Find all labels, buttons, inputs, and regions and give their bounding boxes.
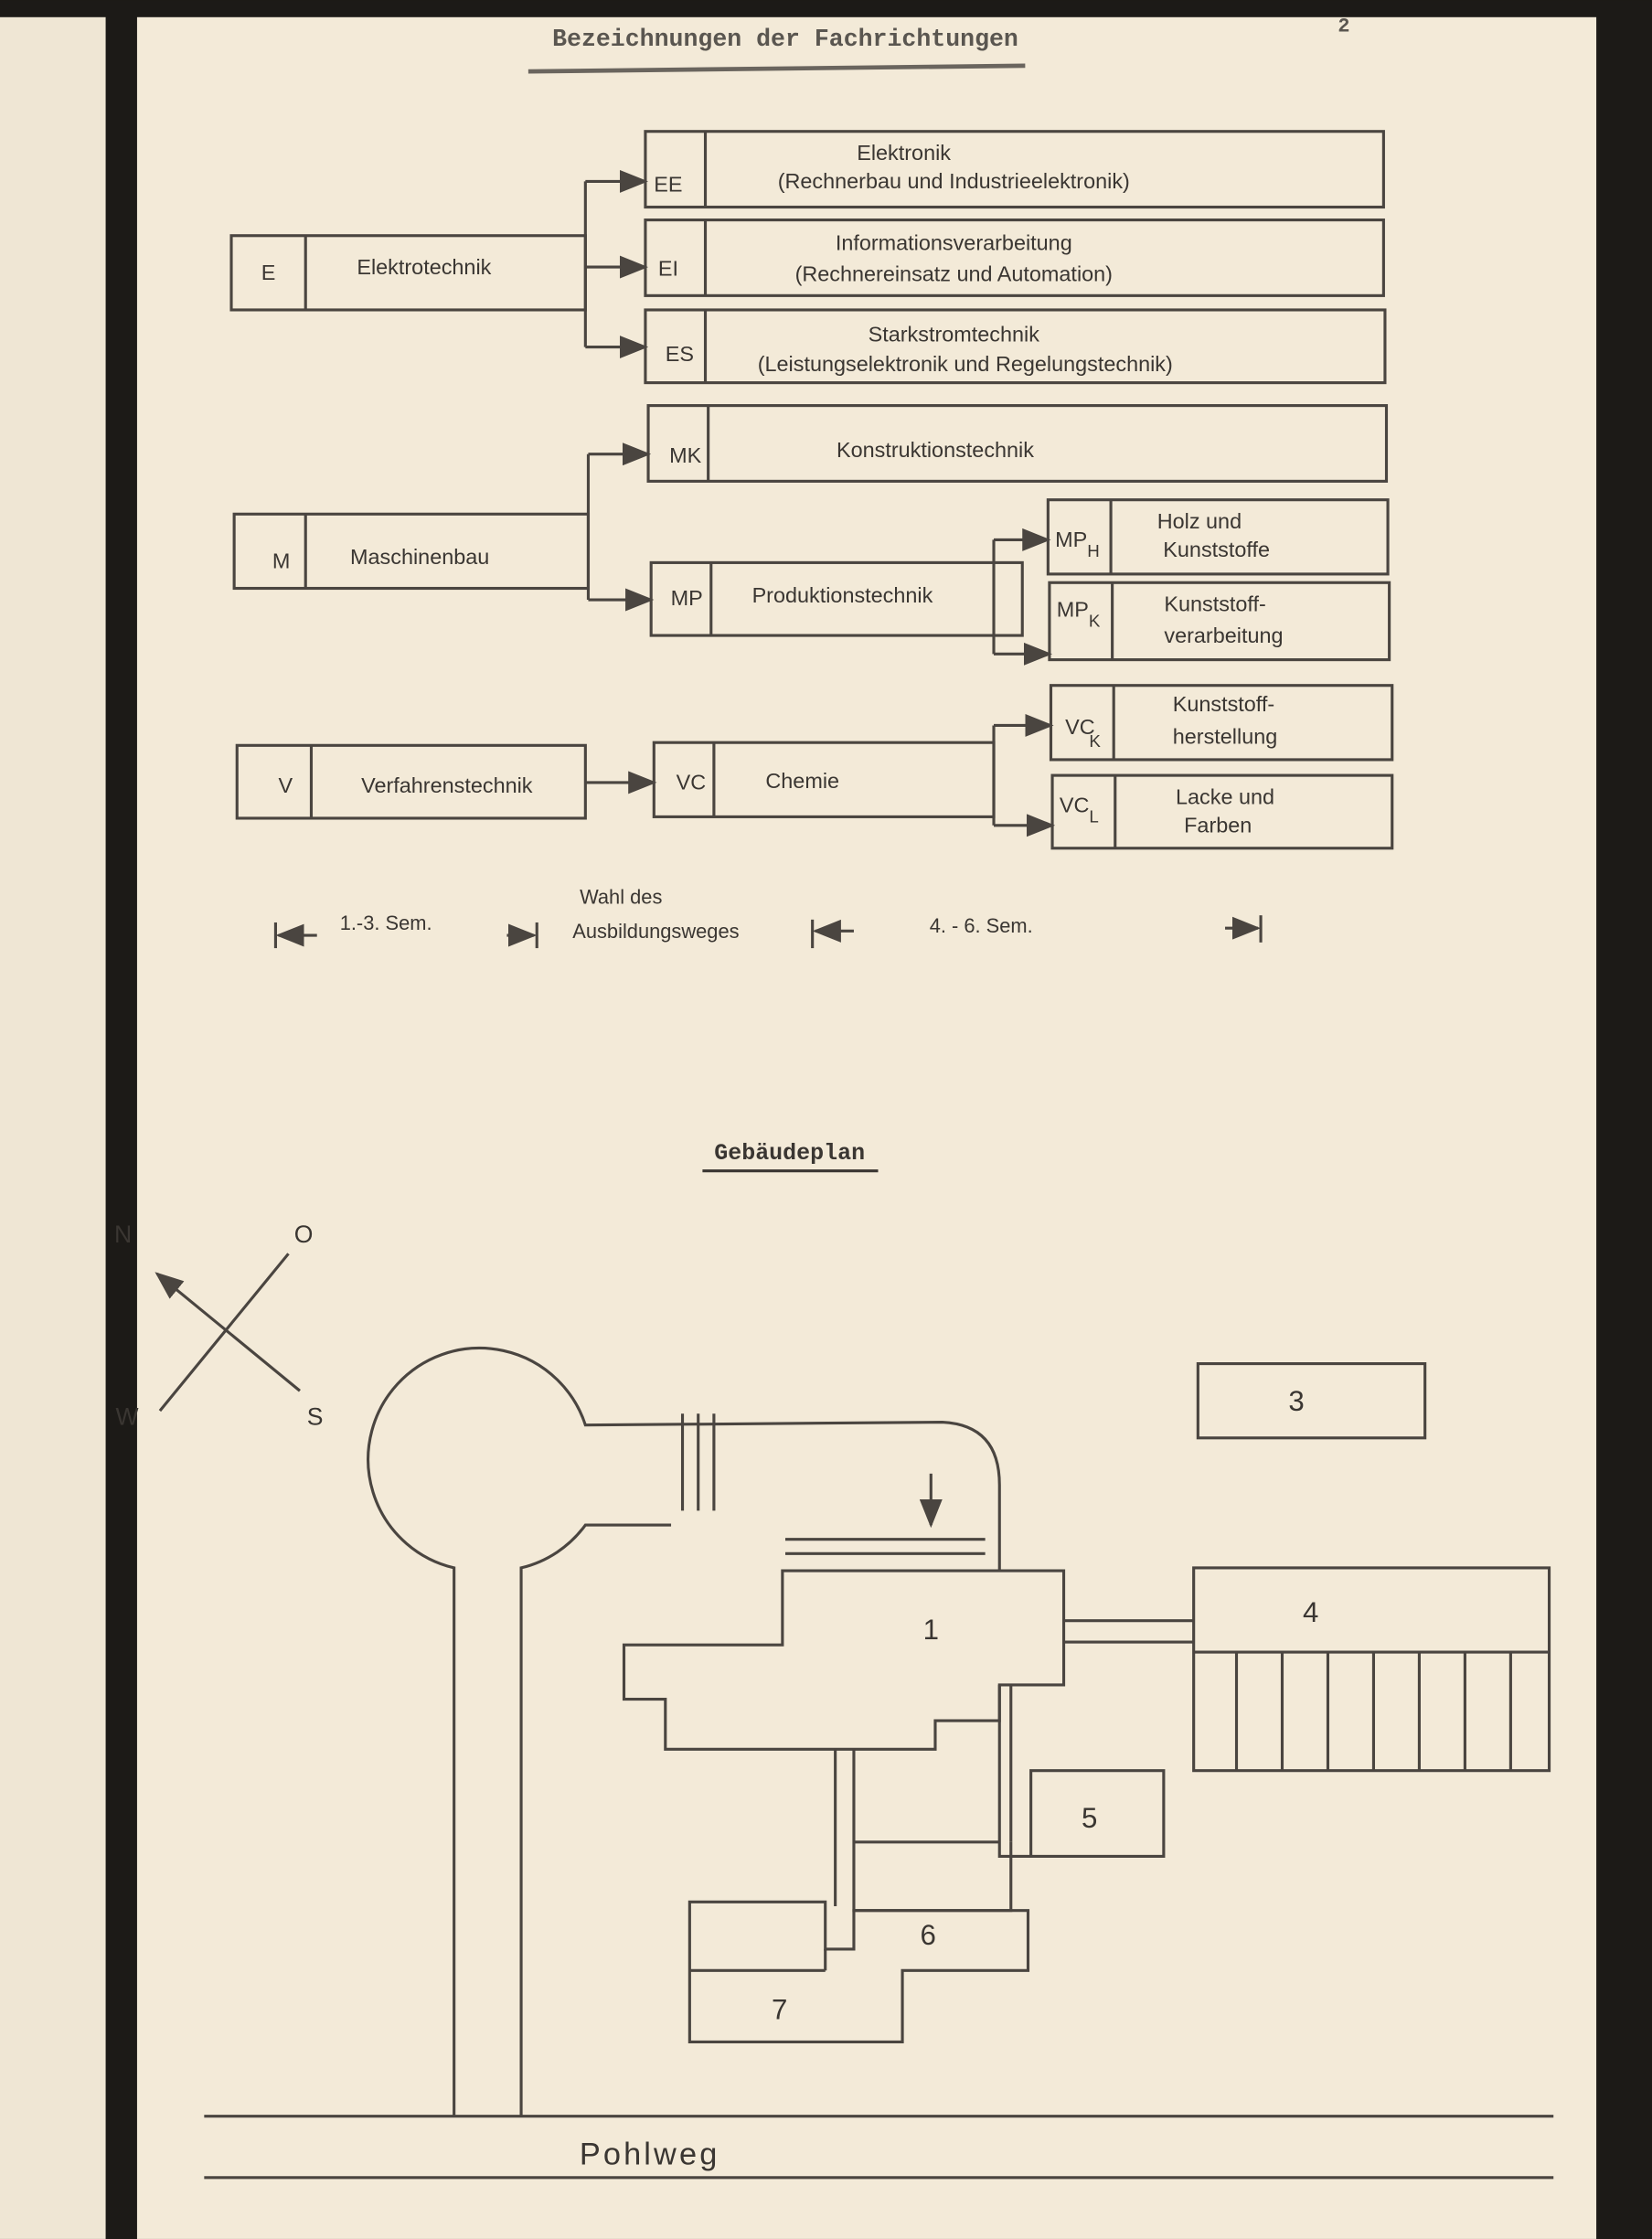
building-number-6: 6 xyxy=(920,1919,935,1951)
building-plan: 1 3 4 5 6 7 Pohlweg xyxy=(204,1346,1554,2180)
branch-code: MPK xyxy=(1057,598,1101,631)
left-page-strip xyxy=(0,16,106,2239)
branch-sublabel: (Rechnerbau und Industrieelektronik) xyxy=(778,169,1130,193)
group-code: M xyxy=(272,549,291,573)
group-label: Maschinenbau xyxy=(350,545,489,569)
group-label: Elektrotechnik xyxy=(357,255,491,279)
branch-sublabel: (Rechnereinsatz und Automation) xyxy=(795,262,1113,286)
building-6-7-outline xyxy=(687,1900,1030,2043)
branch-code: VC xyxy=(677,771,707,794)
branch-sublabel: verarbeitung xyxy=(1164,624,1283,647)
page-header-title: Bezeichnungen der Fachrichtungen xyxy=(552,26,1018,53)
walkway xyxy=(519,1523,672,2116)
building-1-outline xyxy=(622,1569,1066,1751)
plan-title: Gebäudeplan xyxy=(714,1140,865,1167)
timeline-choice-label-2: Ausbildungsweges xyxy=(572,920,739,943)
branch-label: Chemie xyxy=(765,769,839,793)
branch-label: Holz und xyxy=(1157,509,1242,533)
branch-label: Produktionstechnik xyxy=(752,583,933,607)
branch-label: Starkstromtechnik xyxy=(869,322,1040,346)
branch-box-mph: MPH Holz und Kunststoffe xyxy=(1046,498,1390,576)
round-building-outline xyxy=(367,1346,1001,2116)
page-number: 2 xyxy=(1338,15,1349,37)
timeline-first-label: 1.-3. Sem. xyxy=(340,912,432,934)
branch-code: EE xyxy=(654,172,682,196)
compass-north: N xyxy=(114,1221,132,1248)
street-name: Pohlweg xyxy=(580,2138,720,2172)
branch-box-mp: MP Produktionstechnik xyxy=(649,560,1024,637)
branch-box-es: ES Starkstromtechnik (Leistungselektroni… xyxy=(644,308,1387,385)
group-code: E xyxy=(261,261,276,284)
group-label: Verfahrenstechnik xyxy=(361,773,533,797)
building-3-outline xyxy=(1196,1362,1427,1440)
branch-sublabel: Farben xyxy=(1184,814,1252,837)
branch-code: VCL xyxy=(1060,794,1099,826)
timeline-second-label: 4. - 6. Sem. xyxy=(930,914,1033,937)
branch-label: Elektronik xyxy=(857,141,951,165)
branch-box-vcl: VCL Lacke und Farben xyxy=(1050,773,1394,850)
branch-box-mpk: MPK Kunststoff- verarbeitung xyxy=(1048,581,1391,662)
building-4-outline xyxy=(1192,1566,1551,1773)
branch-box-ee: EE Elektronik (Rechnerbau und Industriee… xyxy=(644,130,1385,209)
branch-label: Kunststoff- xyxy=(1164,592,1265,615)
branch-sublabel: Kunststoffe xyxy=(1163,538,1270,561)
compass-west: W xyxy=(116,1403,139,1431)
building-number-1: 1 xyxy=(923,1614,939,1646)
page-paper xyxy=(136,16,1597,2239)
compass-south: S xyxy=(307,1403,324,1431)
compass-east: O xyxy=(294,1221,314,1248)
building-number-5: 5 xyxy=(1082,1802,1097,1834)
timeline-choice-label: Wahl des xyxy=(580,886,662,909)
branch-label: Informationsverarbeitung xyxy=(836,230,1072,254)
branch-code: ES xyxy=(666,342,694,366)
building-number-4: 4 xyxy=(1303,1596,1318,1628)
branch-box-ei: EI Informationsverarbeitung (Rechnereins… xyxy=(644,219,1385,297)
branch-code: EI xyxy=(658,256,678,280)
branch-code: MPH xyxy=(1055,528,1100,560)
semester-timeline: 1.-3. Sem. Wahl des Ausbildungsweges 4. … xyxy=(273,886,1263,949)
compass: N O W S xyxy=(114,1221,324,1431)
branch-label: Lacke und xyxy=(1176,784,1274,808)
branch-sublabel: (Leistungselektronik und Regelungstechni… xyxy=(758,352,1173,376)
building-number-3: 3 xyxy=(1288,1385,1304,1417)
branch-label: Kunststoff- xyxy=(1173,692,1274,716)
branch-code: MK xyxy=(669,443,701,467)
group-code: V xyxy=(279,773,293,797)
branch-sublabel: herstellung xyxy=(1173,725,1278,749)
group-box-maschinenbau: M Maschinenbau xyxy=(232,512,591,591)
branch-code: MP xyxy=(671,586,703,610)
branch-box-mk: MK Konstruktionstechnik xyxy=(646,404,1389,483)
building-number-7: 7 xyxy=(772,1993,787,2025)
header-underline xyxy=(528,63,1026,74)
branch-label: Konstruktionstechnik xyxy=(837,438,1034,462)
